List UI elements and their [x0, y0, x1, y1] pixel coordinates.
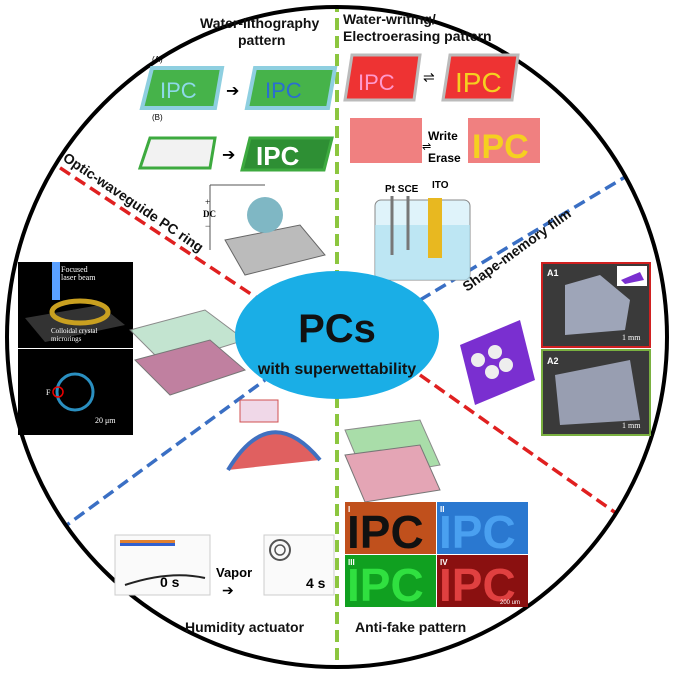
colloid-stack — [224, 224, 326, 276]
a2-label: A2 — [547, 356, 559, 366]
time-0s: 0 s — [160, 574, 180, 590]
arrow-icon: ➔ — [222, 582, 234, 598]
water-lithography-title: Water-lithography — [200, 15, 319, 31]
time-4s: 4 s — [306, 575, 326, 591]
svg-text:pattern: pattern — [238, 32, 285, 48]
substrate-a1 — [139, 66, 225, 110]
reversible-arrow-icon: ⇌ — [423, 69, 435, 85]
actuator-schematic — [226, 430, 322, 472]
panel-iii — [345, 555, 436, 607]
panel-label-iii: III — [348, 558, 355, 567]
ipc-dots: IPC — [358, 70, 395, 95]
actuator-photo-4s — [263, 534, 335, 596]
ipc-panel-iv: IPC — [439, 559, 516, 611]
ipc-panel-iii: IPC — [347, 559, 424, 611]
panel-ii — [437, 502, 528, 554]
droplet-electrode — [247, 197, 283, 233]
scale-label-1: 1 mm — [622, 333, 641, 342]
step-b-label: (B) — [152, 113, 163, 122]
panel-label-iv: IV — [440, 558, 448, 567]
humidity-actuator-section: 0 s 4 s Vapor ➔ Humidity actuator — [114, 399, 335, 635]
ipc-yellow: IPC — [455, 67, 502, 98]
center-subtitle: with superwettability — [257, 361, 416, 378]
water-writing-section: Water-writing/ Electroerasing pattern IP… — [343, 11, 540, 281]
panel-i — [345, 502, 436, 554]
water-lithography-section: Water-lithography pattern (A) IPC IPC ➔ … — [137, 15, 338, 276]
ipc-panel-ii: IPC — [439, 506, 516, 558]
humidity-actuator-title: Humidity actuator — [185, 619, 305, 635]
water-writing-title-2: Electroerasing pattern — [343, 28, 492, 44]
ito-electrode — [428, 198, 442, 258]
anti-fake-section: IPC IPC IPC IPC I II III IV 200 um Anti-… — [344, 419, 528, 635]
red-film-1 — [343, 53, 422, 102]
arrow-icon: ➔ — [226, 83, 239, 100]
water-writing-title: Water-writing/ — [343, 11, 436, 27]
substrate-a2 — [244, 66, 338, 110]
plus-label: + — [205, 197, 210, 207]
substrate-b2 — [240, 136, 334, 172]
ipc-written: IPC — [472, 128, 529, 166]
ito-label: ITO — [432, 180, 449, 191]
panel-iv — [437, 555, 528, 607]
svg-text:Water-lithography: Water-lithography — [200, 15, 319, 31]
step-a-label: (A) — [152, 55, 163, 64]
water-lithography-title-2: pattern — [238, 32, 285, 48]
center-badge: PCs with superwettability — [235, 271, 439, 399]
dc-label: DC — [203, 209, 216, 219]
substrate-b1 — [137, 136, 217, 170]
panel-label-i: I — [348, 505, 350, 514]
blue-divider-left — [58, 378, 267, 532]
erase-label: Erase — [428, 151, 461, 165]
scale-label-2: 1 mm — [622, 421, 641, 430]
electrodes-label: Pt SCE — [385, 184, 419, 195]
scale-label: 200 um — [500, 600, 520, 606]
laser-label-2: laser beam — [61, 273, 96, 282]
reversible-arrow-icon: ⇌ — [422, 141, 431, 153]
shape-memory-section: Shape-memory film A1 1 mm A2 1 mm — [459, 205, 651, 436]
pink-film — [350, 118, 422, 163]
anti-fake-title: Anti-fake pattern — [355, 619, 466, 635]
pink-film-written — [468, 118, 540, 163]
rings-label: Colloidal crystal — [51, 327, 98, 335]
red-film-2 — [441, 53, 520, 102]
minus-label: − — [205, 221, 210, 231]
rings-label-2: microrings — [51, 335, 82, 343]
ipc-dots: IPC — [160, 78, 197, 103]
outer-circle — [5, 5, 669, 669]
red-divider-right — [418, 373, 642, 532]
opal-block — [460, 320, 535, 405]
f-label: F — [46, 388, 51, 397]
vapor-label: Vapor — [216, 565, 252, 580]
scale-bar-label: 20 μm — [95, 416, 116, 425]
ipc-panel-i: IPC — [347, 506, 424, 558]
laser-label: Focused — [61, 265, 88, 274]
center-title: PCs — [298, 307, 376, 351]
arrow-icon: ➔ — [222, 147, 235, 164]
write-label: Write — [428, 129, 458, 143]
a1-label: A1 — [547, 268, 559, 278]
optic-waveguide-section: Optic-waveguide PC ring Focused laser be… — [18, 149, 247, 435]
ipc-pattern: IPC — [265, 78, 302, 103]
ring-image — [18, 349, 133, 435]
ipc-colloid-pattern: IPC — [256, 141, 300, 171]
panel-label-ii: II — [440, 505, 444, 514]
red-divider-left — [29, 146, 261, 302]
